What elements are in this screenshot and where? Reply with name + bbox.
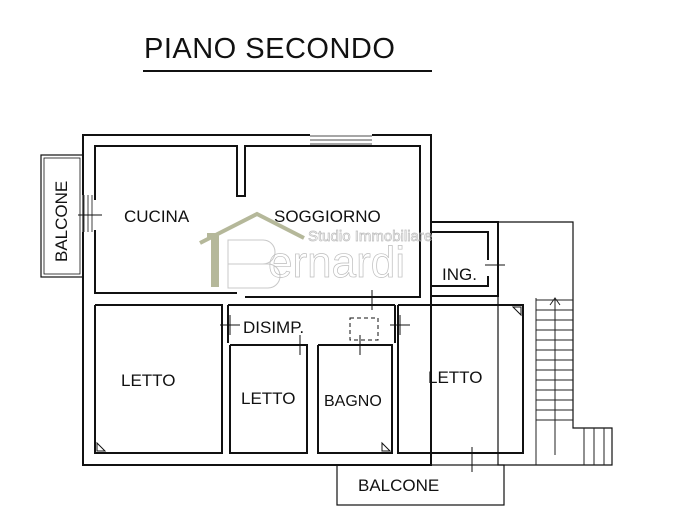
- room-label-letto-east: LETTO: [428, 368, 483, 387]
- watermark-logo: [199, 211, 305, 289]
- room-label-balcone-south: BALCONE: [358, 476, 440, 495]
- outer-wall: [82, 134, 432, 466]
- room-label-disimpegno: DISIMP.: [243, 318, 305, 337]
- room-label-cucina: CUCINA: [124, 207, 190, 226]
- watermark-subtitle: Studio Immobiliare: [308, 228, 433, 246]
- watermark-name: ernardi: [268, 238, 406, 288]
- staircase: [535, 297, 605, 465]
- room-label-letto-middle: LETTO: [241, 389, 296, 408]
- room-label-balcone-west: BALCONE: [52, 180, 71, 262]
- room-label-bagno: BAGNO: [324, 393, 382, 410]
- room-label-soggiorno: SOGGIORNO: [274, 207, 381, 226]
- floor-title: PIANO SECONDO: [144, 33, 396, 65]
- title-underline: [143, 70, 432, 72]
- room-label-letto-west: LETTO: [121, 371, 176, 390]
- room-label-ingresso: ING.: [442, 265, 477, 284]
